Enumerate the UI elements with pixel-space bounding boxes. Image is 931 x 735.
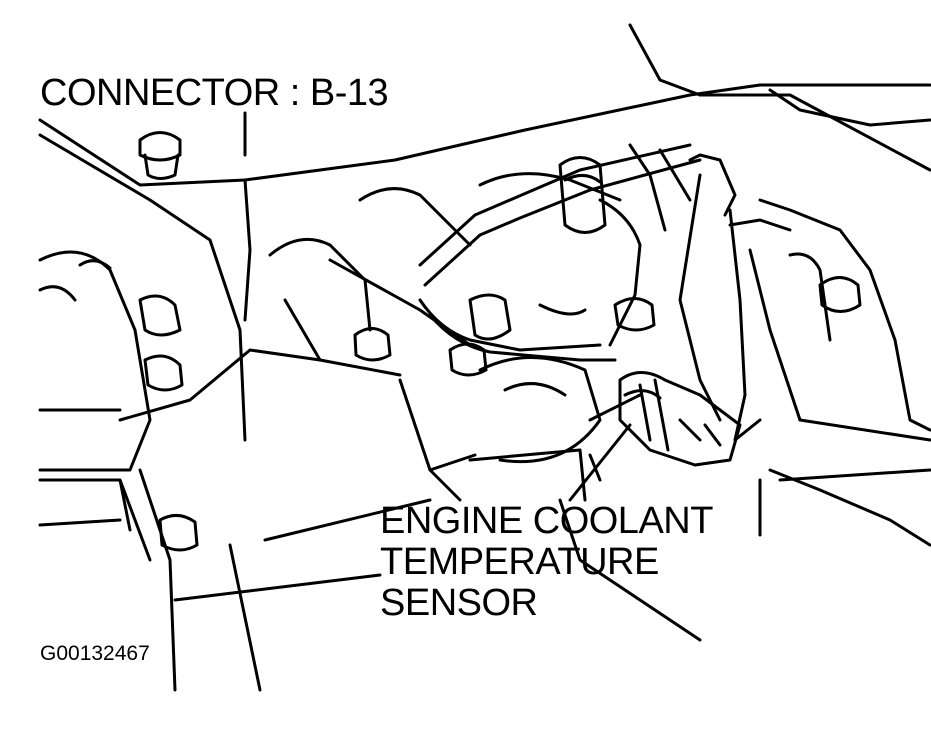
left-bracket — [38, 250, 402, 692]
coolant-outlet — [398, 356, 642, 502]
lower-block — [38, 453, 702, 642]
connector-callout-label: CONNECTOR : B-13 — [40, 72, 389, 114]
coolant-temperature-sensor — [618, 371, 762, 467]
sensor-callout-label-line1: ENGINE COOLANT — [380, 500, 713, 542]
cover-bolt — [138, 131, 182, 180]
sensor-callout-label-line2: TEMPERATURE — [380, 541, 659, 583]
leader-lines — [243, 111, 632, 502]
figure-id: G00132467 — [40, 642, 150, 665]
right-structure — [728, 198, 931, 547]
sensor-callout-label-line3: SENSOR — [380, 582, 538, 624]
upper-cover-outline — [38, 23, 931, 442]
thermostat-housing — [268, 156, 862, 377]
wire-harness — [418, 143, 702, 362]
connector-b13 — [628, 143, 747, 442]
